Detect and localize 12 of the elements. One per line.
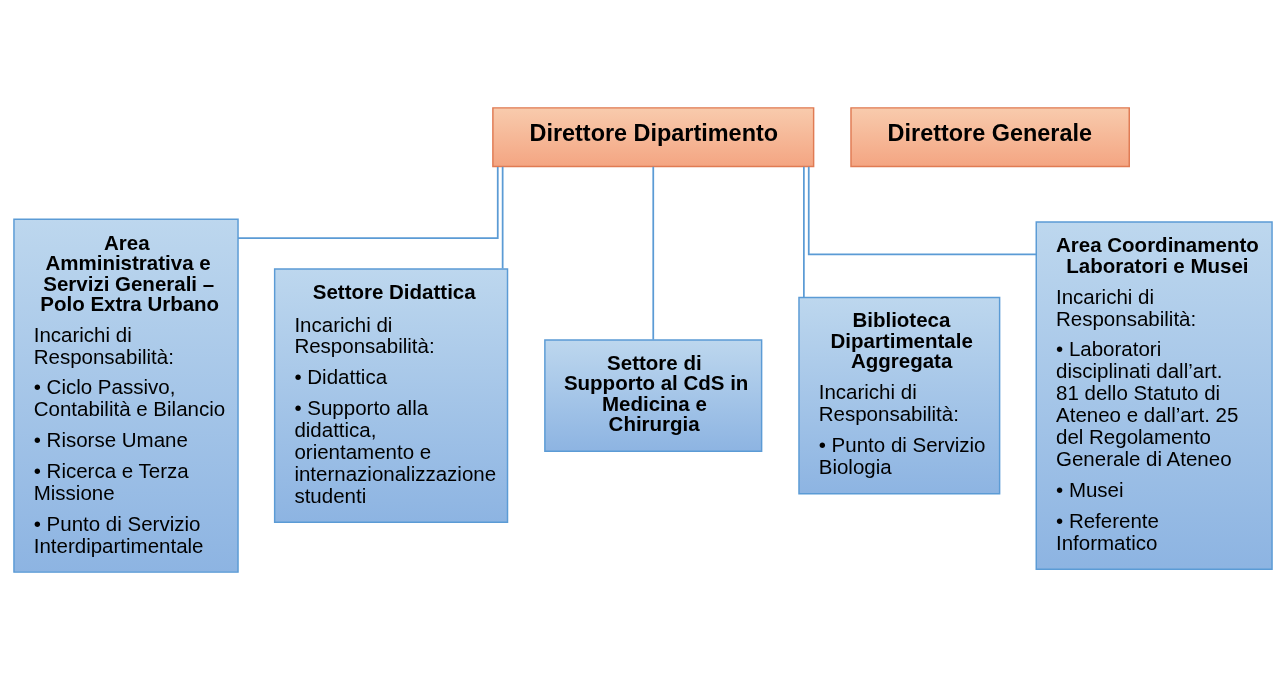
connector	[652, 165, 655, 341]
node-box: Settore di Supporto al CdS in Medicina e Chirurgia	[544, 338, 763, 452]
connector	[807, 165, 1038, 255]
node-box: Settore Didattica Incarichi di Responsabilità: • Didattica • Supporto alla didattica, orientamento e internazionalizzazione studenti	[273, 267, 509, 523]
connector	[501, 165, 504, 269]
node-box: Direttore Generale	[850, 106, 1130, 167]
node-box: Area Amministrativa e Servizi Generali – Polo Extra Urbano Incarichi di Responsabilità: • Ciclo Passivo, Contabilità e Bilancio • Risorse Umane • Ricerca e Terza Missione • Punto di Servizio Interdipartimentale	[13, 217, 239, 573]
connector	[803, 165, 805, 298]
node-box: Direttore Dipartimento	[492, 106, 815, 167]
node-box: Area Coordinamento Laboratori e Musei Incarichi di Responsabilità: • Laboratori disciplinati dall’art. 81 dello Statuto di Ateneo e dall’art. 25 del Regolamento Generale di Ateneo • Musei • Referente Informatico	[1035, 220, 1273, 570]
node-box: Biblioteca Dipartimentale Aggregata Incarichi di Responsabilità: • Punto di Servizio Biologia	[798, 296, 1001, 494]
connector	[237, 165, 499, 239]
